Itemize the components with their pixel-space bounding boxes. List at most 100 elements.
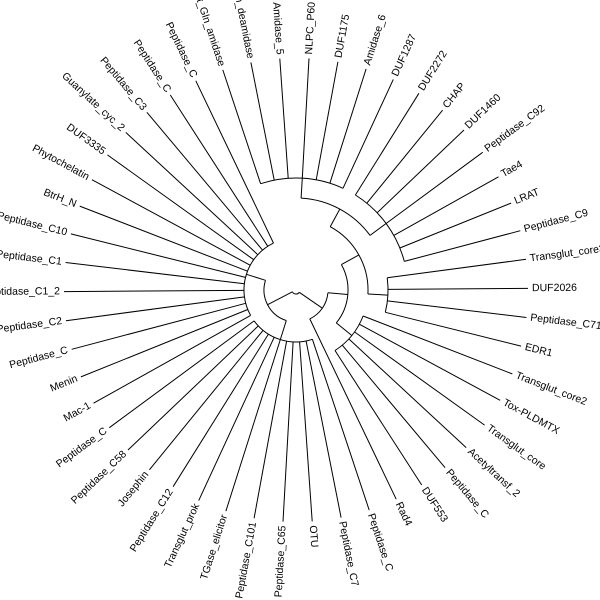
leaf-label: Phytochelatin — [30, 142, 91, 183]
tree-branches — [63, 58, 529, 522]
leaf-label: Peptidase_C9 — [523, 207, 590, 235]
leaf-label: Peptidase_C — [365, 512, 395, 573]
leaf-label: Josephin — [115, 469, 151, 509]
clade-arc — [301, 197, 371, 236]
clade-arc — [335, 264, 349, 324]
leaf-branch — [279, 58, 289, 179]
leaf-label: DUF1287 — [389, 32, 419, 78]
leaf-label: Peptidase_C — [131, 38, 174, 95]
internal-branch — [341, 254, 360, 266]
leaf-branch — [169, 94, 269, 247]
internal-branch — [329, 208, 341, 227]
leaf-label: Peptidase_C1_2 — [0, 285, 60, 298]
leaf-branch — [299, 341, 313, 522]
leaf-branch — [404, 230, 521, 262]
internal-branch — [300, 178, 303, 199]
leaf-label: DUF1460 — [463, 92, 504, 132]
leaf-branch — [125, 132, 259, 256]
leaf-branch — [250, 62, 275, 181]
internal-branch — [327, 292, 348, 295]
leaf-label: OTU — [307, 525, 321, 548]
leaf-label: DUF2026 — [532, 282, 577, 294]
leaf-label: LRAT — [512, 186, 541, 207]
leaf-branch — [109, 320, 255, 429]
leaf-label: CHAP — [440, 81, 468, 111]
leaf-branch — [329, 68, 367, 184]
leaf-label: Peptidase_C — [163, 20, 200, 80]
leaf-label: Peptidase_C — [8, 344, 70, 371]
clade-arc — [334, 315, 364, 351]
clade-arc — [384, 277, 389, 313]
leaf-label: Mac-1 — [61, 400, 92, 425]
leaf-label: EDR1 — [524, 341, 554, 359]
leaf-branch — [387, 258, 527, 279]
leaf-label: Transglut_core3 — [529, 243, 600, 265]
leaf-label: Peptidase_C — [443, 467, 491, 521]
leaf-label: Amidase_6 — [361, 13, 388, 67]
internal-branch — [279, 320, 287, 340]
leaf-label: DUF2272 — [416, 48, 450, 93]
internal-branch — [299, 291, 323, 309]
leaf-branch — [354, 331, 485, 426]
leaf-branch — [342, 79, 394, 189]
leaf-branch — [399, 202, 512, 249]
leaf-branch — [301, 58, 310, 179]
internal-branch — [246, 273, 266, 281]
leaf-label: Peptidase_C2 — [0, 315, 63, 336]
clade-arc — [253, 320, 313, 343]
clade-arc — [263, 280, 287, 321]
leaf-label: BtrH_N — [42, 186, 78, 210]
leaf-branch — [387, 287, 529, 290]
leaf-branch — [65, 262, 245, 285]
leaf-branch — [311, 339, 370, 511]
leaf-branch — [282, 341, 294, 522]
leaf-label: TGase_elicitor — [198, 513, 230, 582]
leaf-branch — [305, 340, 342, 518]
leaf-branch — [149, 329, 264, 471]
leaf-branch — [366, 109, 443, 204]
leaf-label: Amidase_5 — [270, 2, 286, 55]
leaf-label: NLPC_P60 — [303, 1, 318, 54]
leaf-branch — [80, 309, 248, 378]
leaf-label: Transglut_core2 — [514, 370, 589, 409]
internal-branch — [335, 322, 353, 336]
leaf-branch — [348, 338, 467, 448]
leaf-branch — [334, 350, 423, 486]
leaf-branch — [393, 176, 499, 236]
leaf-branch — [362, 315, 513, 375]
leaf-branch — [107, 154, 254, 261]
leaf-branch — [195, 80, 274, 244]
leaf-label: Menin — [48, 373, 79, 395]
leaf-branch — [376, 129, 465, 214]
internal-branch — [367, 293, 388, 296]
leaf-branch — [65, 296, 245, 322]
leaf-branch — [387, 300, 527, 318]
leaf-branch — [385, 311, 522, 347]
leaf-label: Peptidase_C65 — [273, 525, 289, 598]
leaf-label: Gln_deamidase — [230, 0, 256, 60]
leaf-branch — [341, 344, 446, 469]
leaf-label: Nt_Gln_amidase — [191, 0, 227, 68]
clade-arc — [291, 291, 300, 295]
leaf-branch — [79, 205, 248, 272]
leaf-branch — [93, 314, 251, 404]
leaf-label: Peptidase_C71 — [530, 312, 600, 332]
leaf-branch — [385, 151, 483, 224]
leaf-branch — [71, 302, 246, 350]
leaf-branch — [172, 333, 269, 487]
leaf-label: Peptidase_C10 — [0, 209, 69, 238]
leaf-label: DUF3335 — [64, 121, 108, 157]
leaf-label: Peptidase_C7 — [336, 520, 361, 587]
clade-arc — [243, 242, 274, 316]
leaf-branch — [63, 289, 245, 293]
leaf-branch — [127, 325, 259, 451]
leaf-label: Peptidase_C — [54, 425, 110, 471]
leaf-branch — [309, 318, 397, 500]
leaf-label: DUF1175 — [332, 13, 352, 59]
leaf-branch — [253, 341, 288, 519]
leaf-branch — [225, 339, 281, 512]
leaf-label: Transglut_prok — [162, 501, 202, 570]
leaf-branch — [146, 111, 263, 251]
